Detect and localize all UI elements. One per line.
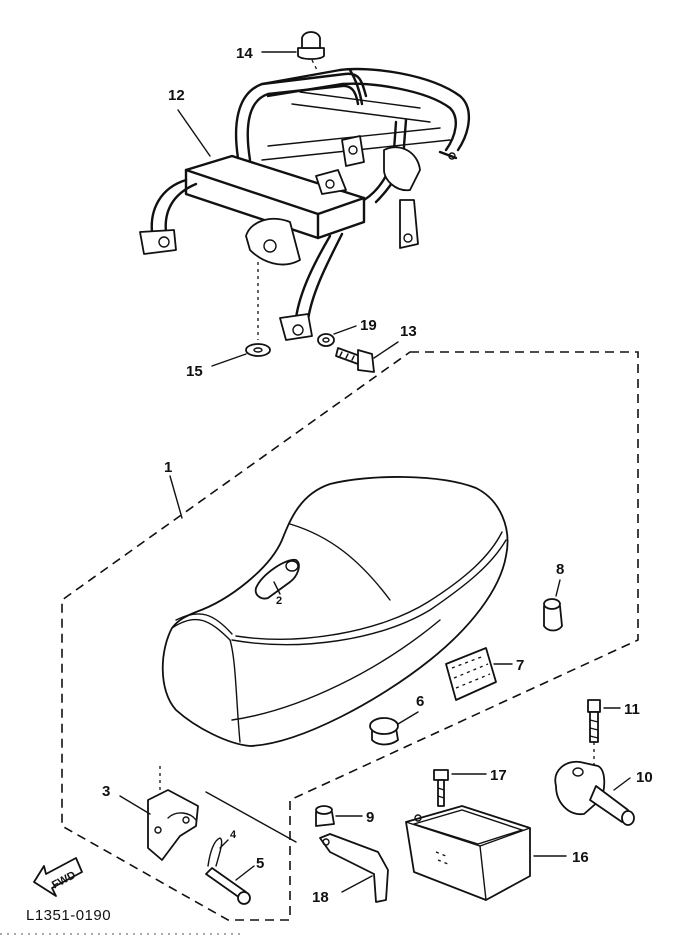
damper-8: 8 [543, 561, 564, 632]
part-label-18: 18 [312, 889, 329, 906]
box-16: 16 [405, 805, 589, 901]
part-label-14: 14 [236, 45, 253, 62]
damper-6: 6 [369, 693, 424, 746]
seat: 2 [161, 476, 509, 747]
part-label-10: 10 [636, 769, 653, 786]
washer-15: 15 [186, 262, 271, 380]
washer-19: 19 [317, 317, 377, 347]
part-label-1: 1 [164, 459, 172, 476]
part-label-17: 17 [490, 767, 507, 784]
cap-nut-14: 14 [236, 31, 325, 73]
part-label-16: 16 [572, 849, 589, 866]
part-label-8: 8 [556, 561, 564, 578]
part-label-6: 6 [416, 693, 424, 710]
part-label-4: 4 [230, 829, 237, 841]
pad-7: 7 [445, 647, 524, 701]
seat-assembly-boundary: 1 [61, 351, 639, 921]
carrier-rack [139, 67, 471, 341]
diagram-reference-code: L1351-0190 [26, 907, 111, 924]
part-label-19: 19 [360, 317, 377, 334]
part-label-12: 12 [168, 87, 185, 104]
part-label-5: 5 [256, 855, 264, 872]
part-label-3: 3 [102, 783, 110, 800]
lock-10: 10 [554, 760, 653, 826]
screw-17: 17 [433, 767, 507, 807]
part-label-15: 15 [186, 363, 203, 380]
part-label-9: 9 [366, 809, 374, 826]
part-label-2: 2 [276, 595, 282, 607]
part-label-13: 13 [400, 323, 417, 340]
leader-12: 12 [168, 87, 211, 157]
forward-direction-arrow: FWD [33, 857, 83, 897]
part-label-11: 11 [624, 701, 640, 718]
part-label-7: 7 [516, 657, 524, 674]
bolt-13: 13 [335, 323, 417, 373]
bracket-18: 18 [312, 833, 389, 906]
nut-9: 9 [315, 805, 374, 827]
hinge-3: 3 [102, 766, 297, 861]
bolt-11: 11 [587, 699, 640, 766]
pin-5: 5 [205, 855, 264, 905]
clip-4: 4 [207, 829, 237, 867]
